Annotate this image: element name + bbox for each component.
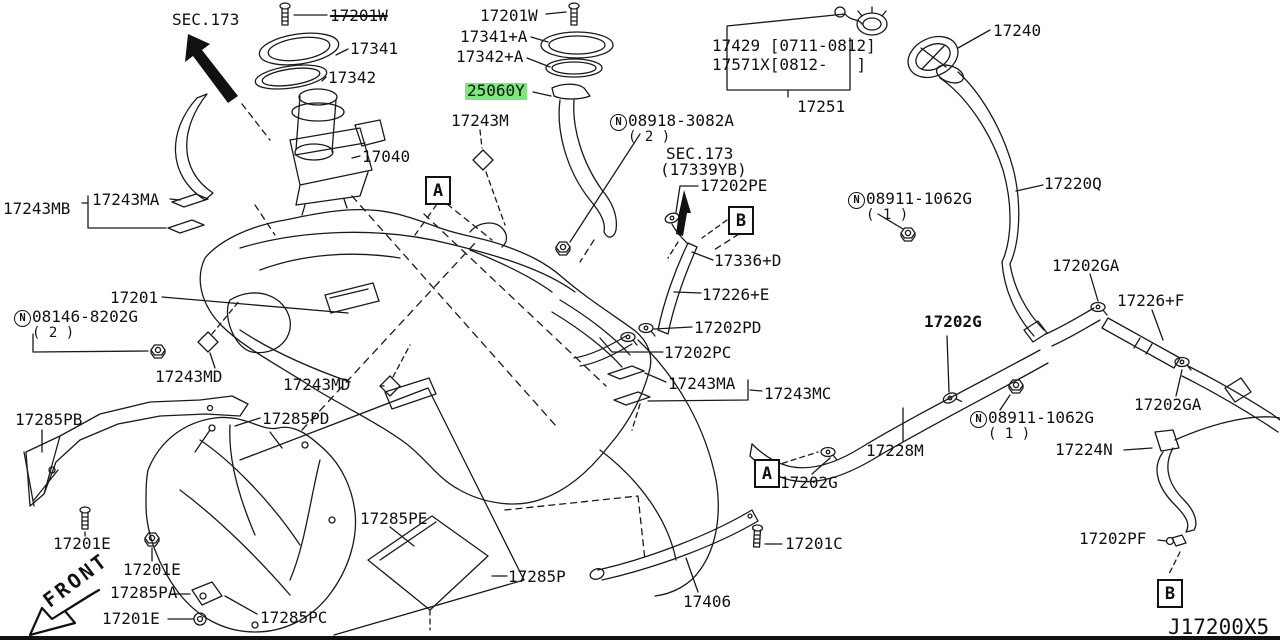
part-label-17201e-3: 17201E xyxy=(102,609,160,628)
qty-label: ( 1 ) xyxy=(866,207,909,223)
diagram-code: J17200X5 xyxy=(1168,615,1270,639)
n-circle-icon: N xyxy=(14,310,31,328)
part-number: 08911-1062G xyxy=(866,189,972,208)
part-label-17226f: 17226+F xyxy=(1117,291,1185,310)
bottom-border xyxy=(0,636,1280,640)
part-label-17202ga-2: 17202GA xyxy=(1134,395,1202,414)
part-label-17226e: 17226+E xyxy=(702,285,770,304)
qty-label: ( 2 ) xyxy=(628,129,671,145)
part-label-17251: 17251 xyxy=(797,97,846,116)
fuel-pump-assembly xyxy=(174,2,386,236)
sec173-arrow-icon xyxy=(185,34,238,103)
part-label-17224n: 17224N xyxy=(1055,440,1113,459)
filler-neck-and-tubes xyxy=(877,64,1280,577)
callout-box-b-1: B xyxy=(728,206,754,235)
part-label-17341: 17341 xyxy=(350,39,399,58)
n-circle-icon: N xyxy=(610,114,627,132)
sec173-17339yb-arrow-icon xyxy=(676,190,691,236)
part-label-17202pd: 17202PD xyxy=(694,318,762,337)
part-label-17243ma-right: 17243MA xyxy=(668,374,736,393)
part-number: 08911-1062G xyxy=(988,408,1094,427)
part-label-17202g-bold: 17202G xyxy=(924,312,982,331)
sec-ref-part-label: (17339YB) xyxy=(660,160,747,179)
part-label-17201: 17201 xyxy=(110,288,159,307)
callout-box-a-2: A xyxy=(754,459,780,488)
part-label-17228m: 17228M xyxy=(866,441,924,460)
part-label-17201w-struck: 17201W xyxy=(330,6,388,25)
part-label-17243md-1: 17243MD xyxy=(155,367,223,386)
fuel-gauge-sender-and-vent xyxy=(472,2,641,263)
part-label-17202ga-1: 17202GA xyxy=(1052,256,1120,275)
part-label-17202pe: 17202PE xyxy=(700,176,768,195)
part-label-17285pe: 17285PE xyxy=(360,509,428,528)
part-label-17285pa: 17285PA xyxy=(110,583,178,602)
part-label-17285pb: 17285PB xyxy=(15,410,83,429)
qty-label: ( 1 ) xyxy=(988,426,1031,442)
part-label-17040: 17040 xyxy=(362,147,411,166)
part-label-17243mc: 17243MC xyxy=(764,384,832,403)
tank-band-strap xyxy=(589,509,783,593)
part-label-17341a: 17341+A xyxy=(460,27,528,46)
n-circle-icon: N xyxy=(970,411,987,429)
part-number: 08918-3082A xyxy=(628,111,734,130)
part-label-17342: 17342 xyxy=(328,68,377,87)
tank-pads xyxy=(81,193,763,431)
part-label-17336d: 17336+D xyxy=(714,251,782,270)
part-label-17429-range: 17429 [0711-0812] xyxy=(712,36,876,55)
callout-box-b-2: B xyxy=(1157,579,1183,608)
heat-shields xyxy=(23,387,646,636)
part-label-17243md-2: 17243MD xyxy=(283,375,351,394)
part-label-17406: 17406 xyxy=(683,592,732,611)
part-label-17243m: 17243M xyxy=(451,111,509,130)
fuel-tank-outline xyxy=(32,195,740,597)
part-label-17240: 17240 xyxy=(993,21,1042,40)
qty-label: ( 2 ) xyxy=(32,325,75,341)
part-label-17202pc: 17202PC xyxy=(664,343,732,362)
front-direction-arrow-icon xyxy=(28,588,101,637)
part-label-17571x-range: 17571X[0812- ] xyxy=(712,55,867,74)
part-label-17202g-2: 17202G xyxy=(780,473,838,492)
part-label-17342a: 17342+A xyxy=(456,47,524,66)
breather-tubes xyxy=(573,185,728,367)
part-label-17220q: 17220Q xyxy=(1044,174,1102,193)
part-label-25060y-highlighted: 25060Y xyxy=(465,81,527,100)
part-label-17201w-2: 17201W xyxy=(480,6,538,25)
part-label-17243ma-left: 17243MA xyxy=(92,190,160,209)
callout-box-a-1: A xyxy=(425,176,451,205)
part-number: 08146-8202G xyxy=(32,307,138,326)
part-label-17243mb: 17243MB xyxy=(3,199,71,218)
filler-cap-cluster xyxy=(726,6,991,98)
part-label-17285p: 17285P xyxy=(508,567,566,586)
part-label-17201c: 17201C xyxy=(785,534,843,553)
part-label-17285pc: 17285PC xyxy=(260,608,328,627)
part-label-17201e-2: 17201E xyxy=(123,560,181,579)
part-label-17201e-1: 17201E xyxy=(53,534,111,553)
sec-ref-label-2: SEC.173 xyxy=(666,144,734,163)
n-circle-icon: N xyxy=(848,192,865,210)
part-label-17202pf: 17202PF xyxy=(1079,529,1147,548)
part-label-17285pd: 17285PD xyxy=(262,409,330,428)
sec-ref-label-1: SEC.173 xyxy=(172,10,240,29)
